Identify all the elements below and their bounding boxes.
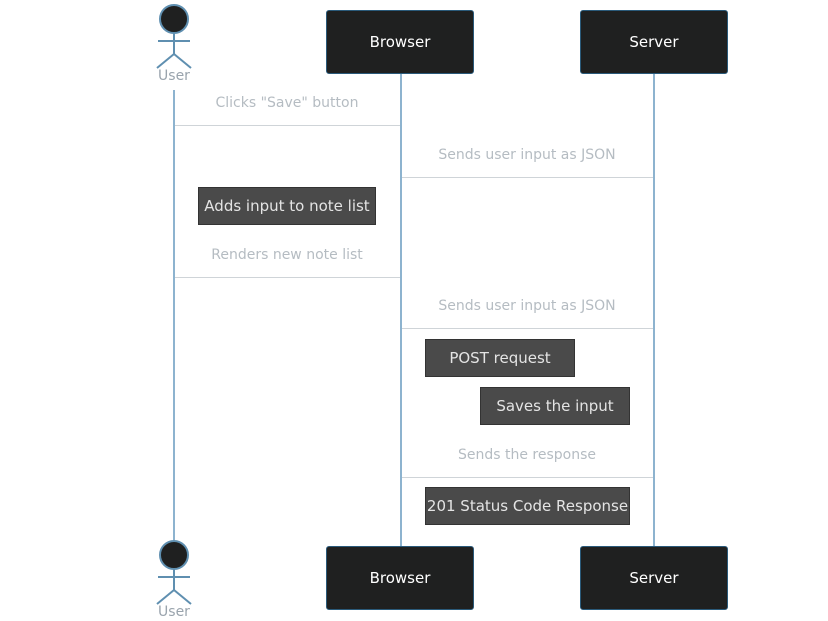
message-label: Sends user input as JSON — [438, 298, 616, 314]
user-actor-label-bottom: User — [158, 604, 190, 620]
participant-server-bottom: Server — [580, 546, 728, 610]
user-actor-label-top: User — [158, 68, 190, 84]
message-line — [402, 177, 653, 178]
message-label: Sends user input as JSON — [438, 147, 616, 163]
message-line — [402, 477, 653, 478]
participant-browser-top: Browser — [326, 10, 474, 74]
lifeline-server — [653, 74, 655, 546]
message-line — [402, 328, 653, 329]
note-box: POST request — [425, 339, 575, 377]
user-actor-icon-top — [156, 4, 192, 69]
message-line — [175, 125, 400, 126]
message-line — [175, 277, 400, 278]
note-box: 201 Status Code Response — [425, 487, 630, 525]
message-label: Clicks "Save" button — [215, 95, 359, 111]
note-box: Saves the input — [480, 387, 630, 425]
user-actor-icon-bottom — [156, 540, 192, 605]
participant-server-top: Server — [580, 10, 728, 74]
message-label: Sends the response — [457, 447, 597, 463]
note-box: Adds input to note list — [198, 187, 376, 225]
lifeline-user — [173, 90, 175, 542]
participant-browser-bottom: Browser — [326, 546, 474, 610]
message-label: Renders new note list — [211, 247, 363, 263]
lifeline-browser — [400, 74, 402, 546]
